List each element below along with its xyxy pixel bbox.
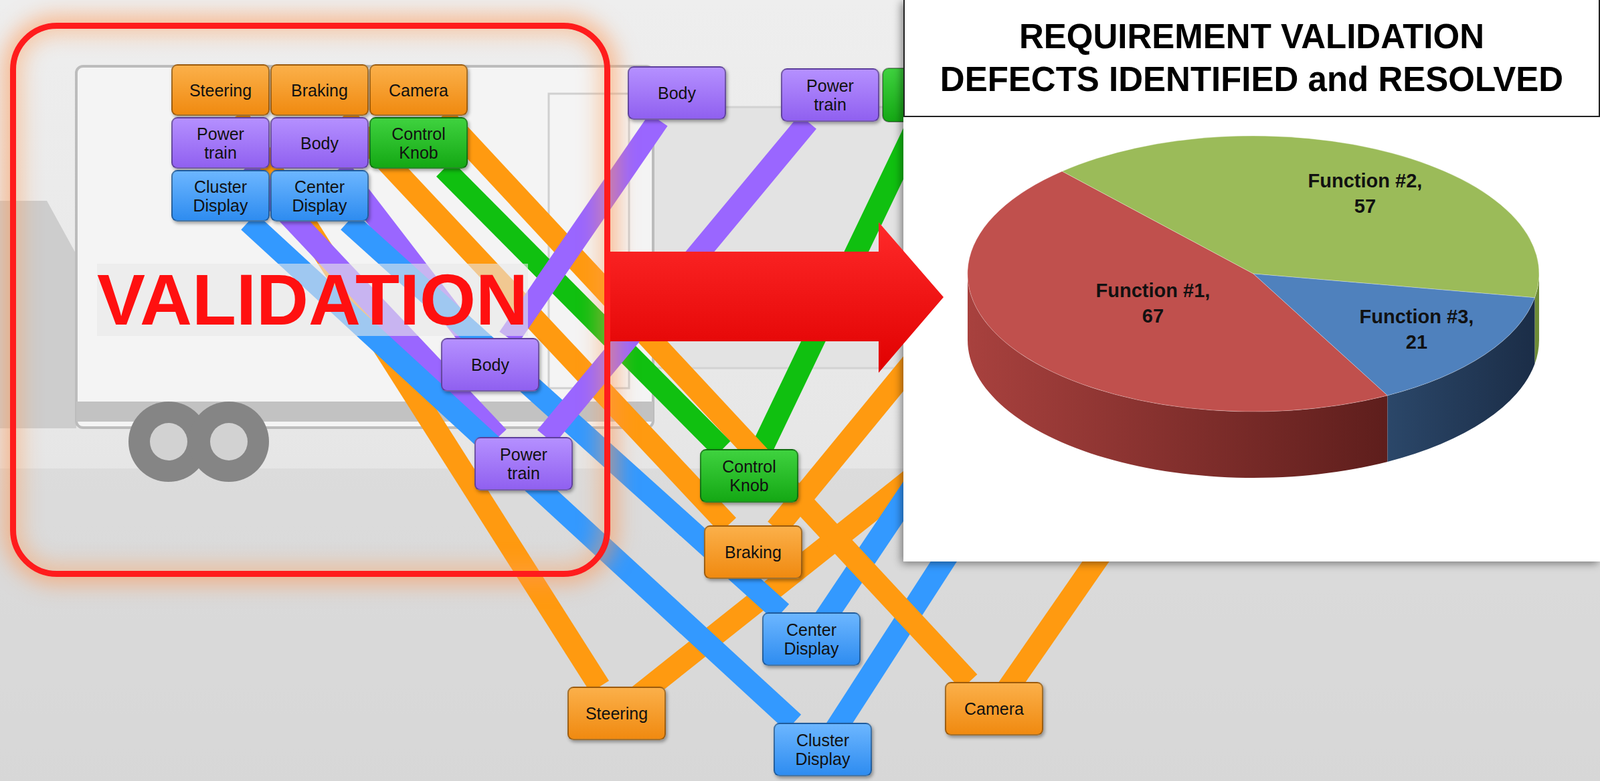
box-label: Body (300, 133, 339, 153)
component-box: Body (627, 66, 727, 120)
box-label: Braking (724, 542, 782, 562)
component-box: Body (440, 337, 540, 392)
region-title: VALIDATION (97, 263, 528, 336)
component-box: Control Knob (369, 117, 468, 169)
component-box: Steering (171, 64, 270, 116)
pie-label-holder: Function #2, 57 (1301, 168, 1429, 219)
trailer-hub (210, 422, 248, 461)
box-label: Center Display (281, 177, 359, 215)
box-label: Braking (291, 80, 348, 100)
component-box: Camera (944, 681, 1044, 736)
box-label: Center Display (772, 620, 851, 658)
box-label: Camera (964, 699, 1024, 719)
component-box: Body (270, 117, 369, 169)
pie-label: Function #1, 67 (1089, 278, 1217, 329)
pie-slice (1253, 273, 1536, 396)
chart-title: REQUIREMENT VALIDATION DEFECTS IDENTIFIE… (935, 15, 1569, 102)
box-label: Body (657, 83, 696, 103)
pie-slice (1061, 135, 1540, 298)
chart-title-box: REQUIREMENT VALIDATION DEFECTS IDENTIFIE… (903, 0, 1600, 118)
component-box: Power train (171, 117, 270, 169)
component-box: Center Display (270, 169, 369, 222)
red-arrow (610, 222, 944, 373)
chart-panel: REQUIREMENT VALIDATION DEFECTS IDENTIFIE… (903, 0, 1600, 562)
box-label: Cluster Display (784, 730, 862, 769)
box-label: Control Knob (710, 457, 789, 495)
trailer-wheel (188, 401, 270, 482)
component-box: Power train (780, 68, 880, 122)
component-box: Cluster Display (773, 722, 872, 777)
connector-band (546, 121, 809, 437)
component-box: Braking (703, 525, 803, 579)
box-label: Camera (388, 80, 449, 100)
box-label: Power train (791, 76, 870, 114)
trailer-hub (149, 422, 188, 461)
component-box: Camera (369, 64, 468, 116)
component-box: Braking (270, 64, 369, 116)
pie-label-holder: Function #1, 67 (1089, 278, 1217, 329)
component-box: Cluster Display (171, 169, 270, 222)
box-label: Power train (485, 445, 563, 483)
box-label: Cluster Display (182, 177, 260, 215)
component-box: Steering (567, 686, 666, 741)
pie-label: Function #3, 21 (1353, 304, 1481, 355)
box-label: Power train (182, 124, 260, 162)
component-box: Control Knob (699, 449, 799, 503)
pie-label-holder: Function #3, 21 (1353, 304, 1481, 355)
component-box: Power train (474, 436, 573, 491)
box-label: Steering (585, 703, 648, 723)
box-label: Control Knob (380, 124, 458, 162)
box-label: Steering (189, 80, 252, 100)
validation-region: VALIDATION Steering Braking CameraPower tra… (10, 22, 611, 577)
component-box: Center Display (762, 612, 861, 666)
connector-band (442, 115, 969, 682)
box-label: Body (471, 355, 510, 375)
pie-label: Function #2, 57 (1301, 168, 1429, 219)
connector-band (508, 119, 659, 338)
